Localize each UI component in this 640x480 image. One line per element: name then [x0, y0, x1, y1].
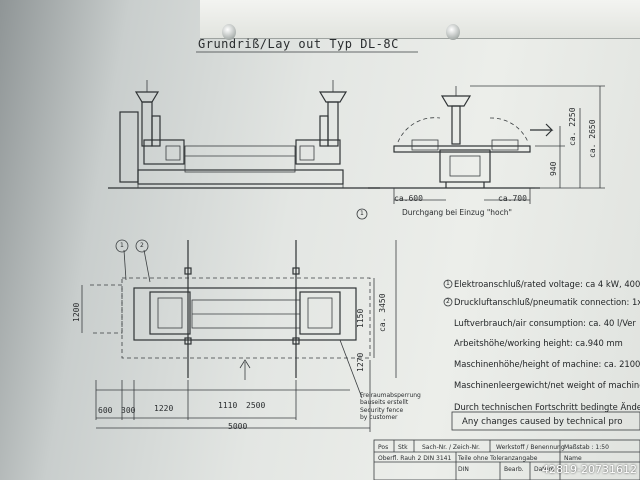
fence-note-line-3: Security fence [360, 407, 404, 414]
dim-1110: 1110 [218, 401, 238, 410]
spec-marker-2-label: 2 [446, 298, 450, 305]
binder-ring-left [222, 24, 236, 40]
spec-pneumatic: Druckluftanschluß/pneumatik connection: … [454, 297, 640, 307]
section-circle-mark [356, 208, 368, 220]
spec-marker-1 [443, 279, 453, 289]
dim-600: 600 [98, 406, 113, 415]
callout-1-label: 1 [120, 242, 124, 249]
callout-2-label: 2 [140, 242, 144, 249]
tb-oberfl: Oberfl. Rauh 2 DIN 3141 [378, 455, 452, 462]
drawing-title: Grundriß/Lay out Typ DL-8C [198, 37, 399, 51]
tb-name: Name [564, 455, 582, 462]
callout-circle-2 [135, 239, 149, 253]
tb-masstab: Maßstab : 1:50 [564, 444, 609, 451]
tb-stk: Stk [398, 444, 408, 451]
title-block [373, 439, 640, 480]
dim-5000: 5000 [228, 422, 248, 431]
fence-note-line-2: bauseits erstellt [360, 399, 409, 406]
upper-sheet [200, 0, 640, 39]
spec-changes-en: Any changes caused by technical pro [462, 417, 623, 427]
changes-note-box [451, 411, 640, 431]
tb-werkstoff: Werkstoff / Benennung [496, 444, 565, 451]
fence-note-line-1: Freiraumabsperrung [360, 392, 421, 399]
tb-sach: Sach-Nr. / Zeich-Nr. [422, 444, 480, 451]
dim-1200: 1200 [72, 302, 81, 322]
dim-600-top: ca.600 [394, 194, 423, 203]
spec-marker-1-label: 1 [446, 280, 450, 287]
spec-machine-height: Maschinenhöhe/height of machine: ca. 210… [454, 359, 640, 369]
binder-ring-right [446, 24, 460, 40]
tb-bearb: Bearb. [504, 466, 524, 473]
dim-1150: 1150 [356, 308, 365, 328]
dim-1220: 1220 [154, 404, 174, 413]
dim-1270: 1270 [356, 352, 365, 372]
dim-700: ca.700 [498, 194, 527, 203]
spec-net-weight: Maschinenleergewicht/net weight of machi… [454, 380, 640, 390]
fence-note-line-4: by customer [360, 414, 398, 421]
tb-din: DIN [458, 466, 469, 473]
spec-air-consumption: Luftverbrauch/air consumption: ca. 40 l/… [454, 318, 636, 328]
circle-mark-label: 1 [360, 210, 364, 217]
spec-changes-de: Durch technischen Fortschritt bedingte Ä… [454, 402, 640, 412]
tb-datum: Datum [534, 466, 555, 473]
watermark-id: 42819-20731612 [542, 463, 637, 476]
dim-940: 940 [549, 161, 558, 176]
tb-toleranz: Teile ohne Toleranzangabe [458, 455, 538, 462]
spec-working-height: Arbeitshöhe/working height: ca.940 mm [454, 338, 623, 348]
callout-circle-1 [115, 239, 129, 253]
side-elevation [108, 80, 380, 189]
front-elevation [368, 85, 605, 204]
dim-3450: ca. 3450 [378, 293, 387, 332]
passage-caption: Durchgang bei Einzug "hoch" [402, 208, 512, 217]
plan-view [81, 240, 397, 432]
tb-pos: Pos [378, 444, 389, 451]
dim-2250: ca. 2250 [568, 107, 577, 146]
dim-2500: 2500 [246, 401, 266, 410]
spec-rated-voltage: Elektroanschluß/rated voltage: ca 4 kW, … [454, 279, 640, 289]
dim-2650: ca. 2650 [588, 119, 597, 158]
dim-300: 300 [121, 406, 136, 415]
spec-marker-2 [443, 297, 453, 307]
